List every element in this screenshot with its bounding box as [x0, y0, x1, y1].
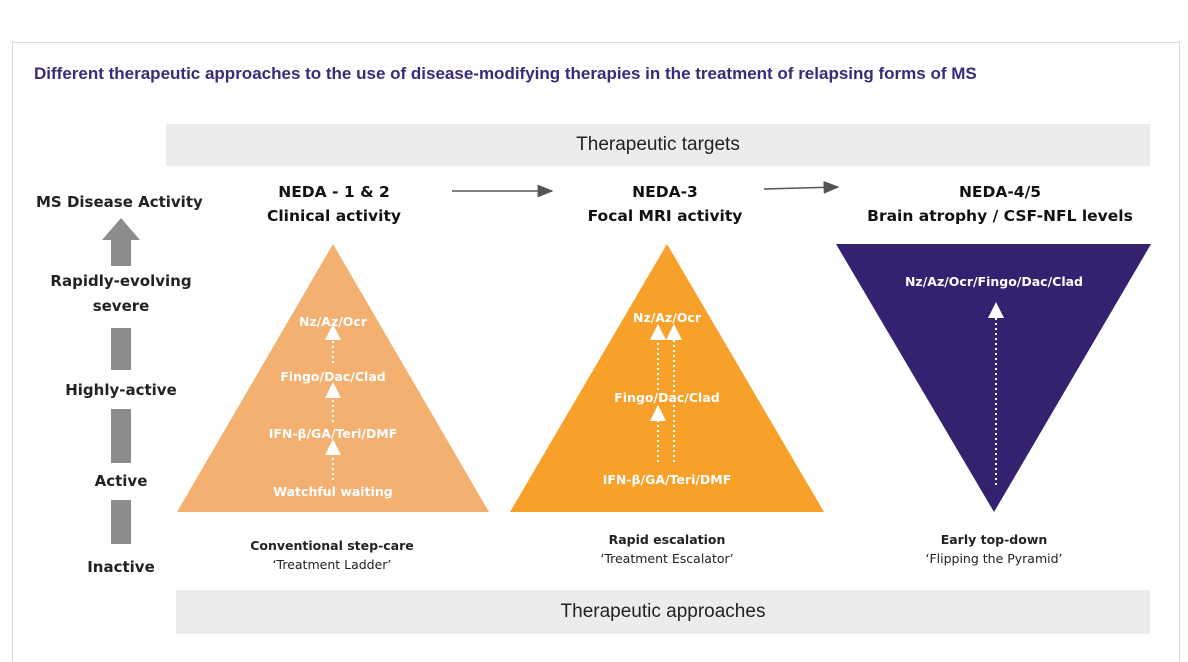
pyr2-drug-mid: Fingo/Dac/Clad: [614, 390, 719, 405]
caption-treatment-escalator: Rapid escalation ‘Treatment Escalator’: [567, 530, 767, 568]
target-1-line1: NEDA - 1 & 2: [278, 183, 390, 201]
target-3-header: NEDA-4/5 Brain atrophy / CSF-NFL levels: [850, 180, 1150, 228]
pyr2-drug-top: Nz/Az/Ocr: [633, 310, 702, 325]
pyr1-drug-base: Watchful waiting: [273, 484, 392, 499]
level-rapidly-evolving: Rapidly-evolving: [50, 272, 192, 290]
arrow-right-2: [763, 180, 840, 194]
therapeutic-approaches-band: Therapeutic approaches: [176, 590, 1150, 634]
pyramid-flipped: [836, 244, 1151, 512]
therapeutic-targets-band: Therapeutic targets: [166, 124, 1150, 166]
pyr1-drug-top: Nz/Az/Ocr: [299, 314, 368, 329]
pyramid-treatment-ladder: [177, 244, 489, 512]
target-1-line2: Clinical activity: [266, 207, 401, 225]
level-inactive: Inactive: [87, 558, 155, 576]
caption-3-title: Early top-down: [940, 532, 1048, 547]
caption-2-title: Rapid escalation: [608, 532, 726, 547]
target-2-line1: NEDA-3: [632, 183, 698, 201]
target-3-line1: NEDA-4/5: [958, 183, 1042, 201]
escalator-arrows: [650, 324, 682, 462]
level-active: Active: [94, 472, 148, 490]
slide-frame: [12, 42, 1180, 662]
slide-title: Different therapeutic approaches to the …: [34, 64, 977, 83]
level-severe: severe: [92, 297, 150, 315]
level-highly-active: Highly-active: [65, 381, 177, 399]
pyr2-drug-base: IFN-β/GA/Teri/DMF: [603, 472, 732, 487]
target-3-line2: Brain atrophy / CSF-NFL levels: [867, 207, 1133, 225]
caption-flipping-pyramid: Early top-down ‘Flipping the Pyramid’: [894, 530, 1094, 568]
pyramid-treatment-escalator: [510, 244, 824, 512]
caption-2-subtitle: ‘Treatment Escalator’: [600, 551, 734, 566]
disease-activity-arrow: [102, 218, 140, 544]
target-2-header: NEDA-3 Focal MRI activity: [560, 180, 770, 228]
pyr3-drug-top: Nz/Az/Ocr/Fingo/Dac/Clad: [905, 274, 1083, 289]
pyr1-drug-low: IFN-β/GA/Teri/DMF: [269, 426, 398, 441]
pyr1-drug-mid: Fingo/Dac/Clad: [280, 369, 385, 384]
caption-treatment-ladder: Conventional step-care ‘Treatment Ladder…: [232, 536, 432, 574]
axis-title: MS Disease Activity: [36, 193, 203, 211]
caption-3-subtitle: ‘Flipping the Pyramid’: [925, 551, 1063, 566]
target-2-line2: Focal MRI activity: [587, 207, 743, 225]
caption-1-title: Conventional step-care: [250, 538, 414, 553]
caption-1-subtitle: ‘Treatment Ladder’: [272, 557, 392, 572]
target-1-header: NEDA - 1 & 2 Clinical activity: [234, 180, 434, 228]
